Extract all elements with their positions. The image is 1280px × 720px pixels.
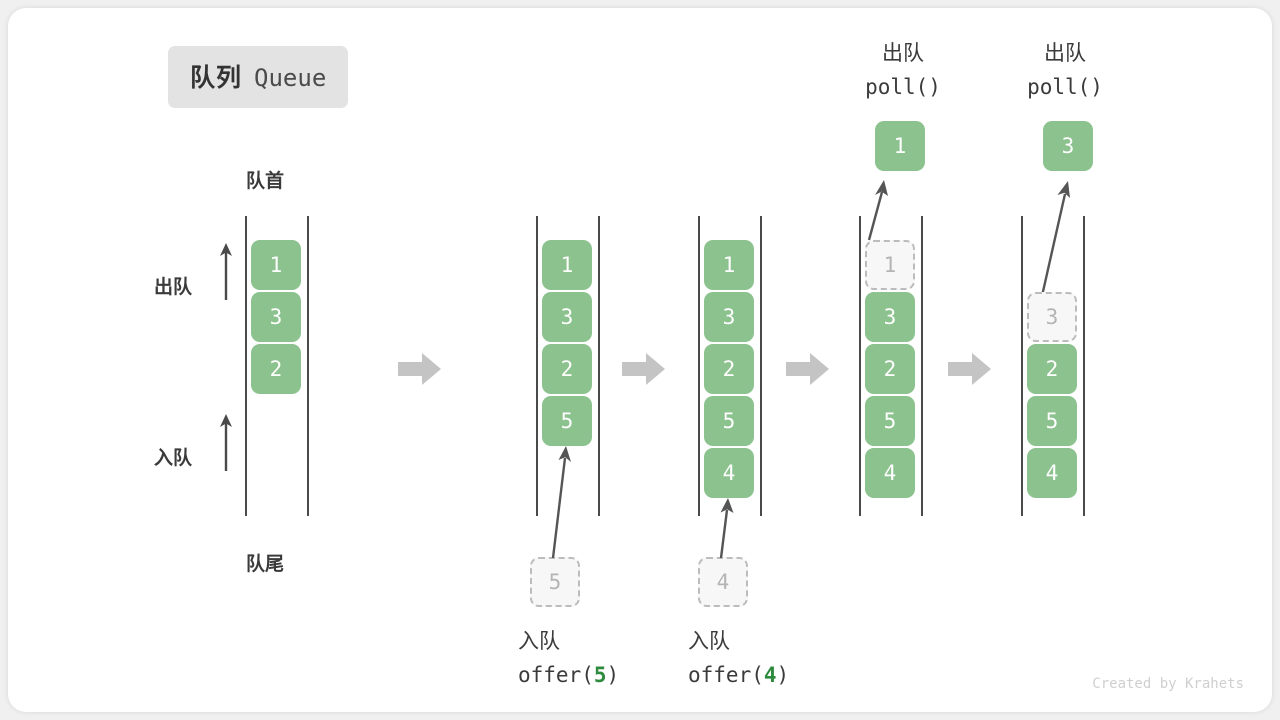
step-arrow-icon (398, 353, 441, 385)
removed-ghost-card: 1 (865, 240, 915, 290)
queue-card: 2 (251, 344, 301, 394)
queue-card: 1 (704, 240, 754, 290)
diagram-title-badge: 队列 Queue (168, 46, 349, 108)
incoming-ghost-card: 5 (530, 557, 580, 607)
queue-tail-label: 队尾 (246, 554, 285, 575)
queue-rail-right (598, 216, 600, 516)
queue-card: 1 (251, 240, 301, 290)
queue-card: 5 (704, 396, 754, 446)
queue-card: 5 (865, 396, 915, 446)
step-arrow-icon (622, 353, 665, 385)
queue-rail-left (698, 216, 700, 516)
queue-card: 5 (1027, 396, 1077, 446)
operation-code: offer(5) (518, 662, 620, 687)
operation-label-poll-3: 出队 poll() (1010, 38, 1120, 103)
queue-rail-right (760, 216, 762, 516)
dequeue-motion-arrow-icon (1040, 181, 1070, 297)
enqueue-direction-arrow-icon (220, 414, 232, 471)
dequeue-side-label: 出队 (154, 277, 193, 298)
queue-head-label: 队首 (246, 171, 285, 192)
queue-card: 2 (704, 344, 754, 394)
enqueue-side-label: 入队 (154, 448, 193, 469)
enqueue-motion-arrow-icon (551, 446, 571, 559)
popped-card: 3 (1043, 121, 1093, 171)
operation-code: poll() (1027, 74, 1103, 99)
queue-rail-right (921, 216, 923, 516)
queue-rail-left (1021, 216, 1023, 516)
title-english: Queue (254, 64, 327, 92)
popped-card: 1 (875, 121, 925, 171)
incoming-ghost-card: 4 (698, 557, 748, 607)
queue-card: 2 (1027, 344, 1077, 394)
queue-card: 3 (865, 292, 915, 342)
queue-card: 2 (542, 344, 592, 394)
title-chinese: 队列 (190, 64, 243, 92)
operation-name-cn: 入队 (688, 630, 730, 653)
queue-rail-left (536, 216, 538, 516)
operation-name-cn: 入队 (518, 630, 560, 653)
queue-card-new: 4 (704, 448, 754, 498)
queue-rail-right (1083, 216, 1085, 516)
queue-card: 4 (1027, 448, 1077, 498)
operation-code: offer(4) (688, 662, 790, 687)
queue-card: 3 (542, 292, 592, 342)
queue-card: 3 (704, 292, 754, 342)
enqueue-motion-arrow-icon (719, 498, 734, 559)
dequeue-motion-arrow-icon (867, 180, 888, 241)
queue-rail-right (307, 216, 309, 516)
queue-card: 2 (865, 344, 915, 394)
queue-rail-left (859, 216, 861, 516)
removed-ghost-card: 3 (1027, 292, 1077, 342)
dequeue-direction-arrow-icon (220, 243, 232, 300)
step-arrow-icon (948, 353, 991, 385)
operation-name-cn: 出队 (1044, 42, 1086, 65)
queue-card: 3 (251, 292, 301, 342)
operation-name-cn: 出队 (882, 42, 924, 65)
queue-card: 1 (542, 240, 592, 290)
credit-text: Created by Krahets (1092, 676, 1244, 692)
operation-code: poll() (865, 74, 941, 99)
operation-label-poll-1: 出队 poll() (848, 38, 958, 103)
operation-label-offer-4: 入队 offer(4) (688, 626, 789, 691)
queue-card: 4 (865, 448, 915, 498)
diagram-canvas: 队列 Queue 队首 队尾 出队 入队 1 3 2 (8, 8, 1272, 712)
operation-label-offer-5: 入队 offer(5) (518, 626, 619, 691)
step-arrow-icon (786, 353, 829, 385)
queue-card-new: 5 (542, 396, 592, 446)
diagram-stage: 队列 Queue 队首 队尾 出队 入队 1 3 2 (8, 8, 1272, 712)
queue-rail-left (245, 216, 247, 516)
